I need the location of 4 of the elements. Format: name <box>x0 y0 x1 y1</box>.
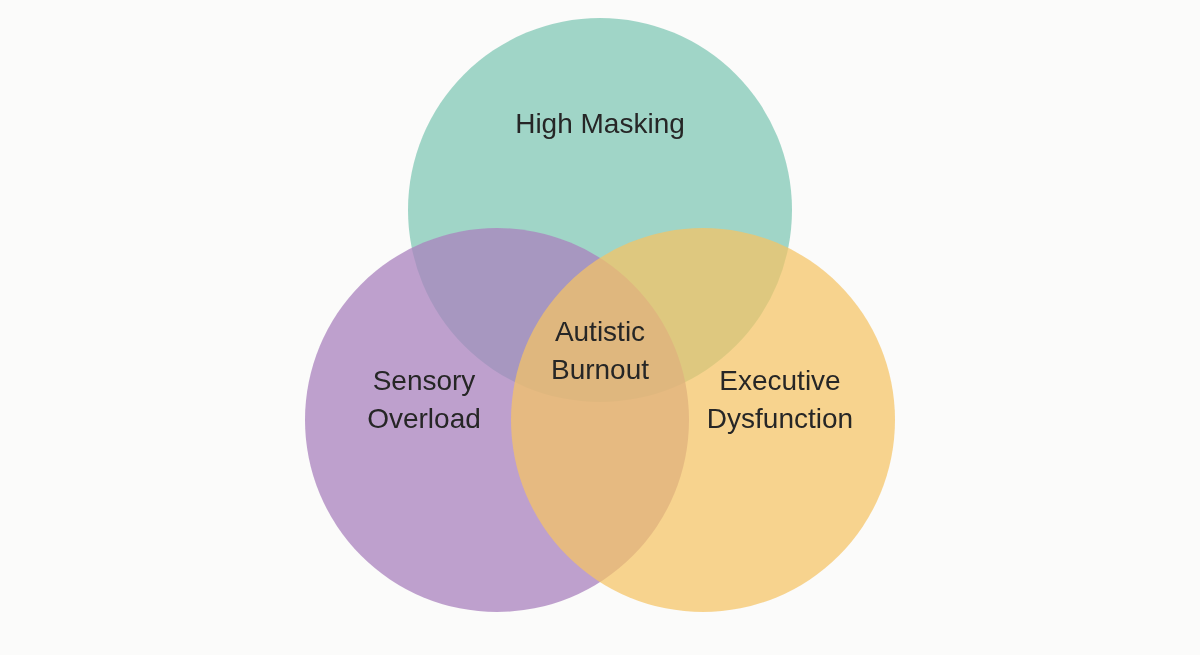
circle-label: Sensory Overload <box>366 364 482 436</box>
circle-label: High Masking <box>514 107 686 141</box>
circle-label: Executive Dysfunction <box>705 364 855 436</box>
overlap-label: Autistic Burnout <box>549 315 651 387</box>
